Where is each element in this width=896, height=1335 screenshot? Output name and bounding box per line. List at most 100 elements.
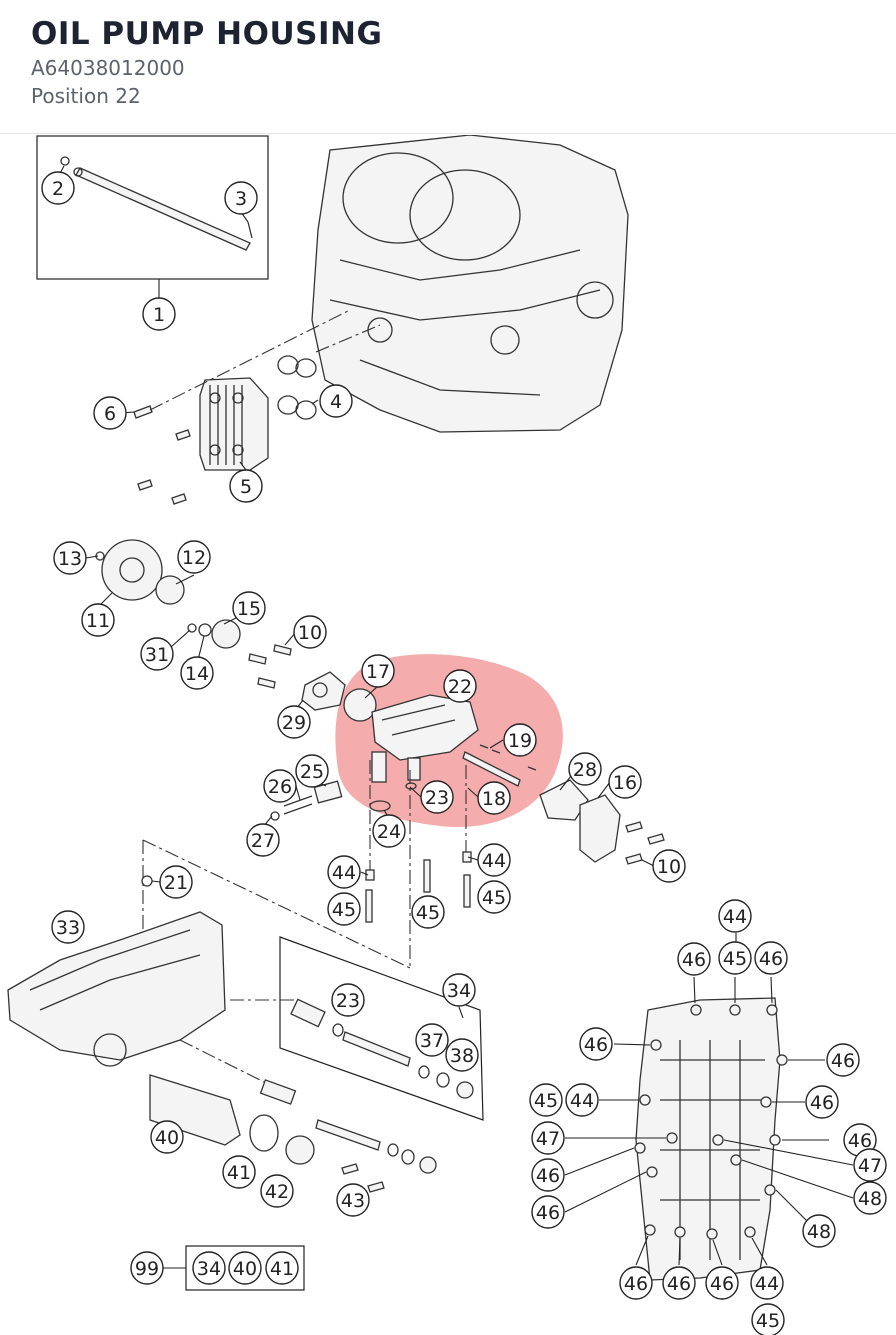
- callout-label: 2: [52, 178, 64, 200]
- callout-label: 25: [300, 761, 324, 783]
- callout-5[interactable]: 5: [229, 469, 263, 503]
- callout-17[interactable]: 17: [361, 654, 395, 688]
- callout-6[interactable]: 6: [93, 396, 127, 430]
- callout-label: 46: [536, 1202, 560, 1224]
- callout-label: 37: [420, 1030, 444, 1052]
- callout-44[interactable]: 44: [750, 1266, 784, 1300]
- callout-46[interactable]: 46: [843, 1123, 877, 1157]
- callout-44[interactable]: 44: [327, 855, 361, 889]
- callout-45[interactable]: 45: [477, 880, 511, 914]
- callout-27[interactable]: 27: [246, 823, 280, 857]
- callout-46[interactable]: 46: [754, 941, 788, 975]
- callout-12[interactable]: 12: [177, 540, 211, 574]
- callout-label: 28: [573, 759, 597, 781]
- callout-41[interactable]: 41: [265, 1251, 299, 1285]
- callout-label: 6: [104, 403, 116, 425]
- callout-label: 19: [508, 730, 532, 752]
- callout-13[interactable]: 13: [53, 541, 87, 575]
- part-number: A64038012000: [31, 56, 185, 80]
- callout-31[interactable]: 31: [140, 637, 174, 671]
- callout-46[interactable]: 46: [531, 1158, 565, 1192]
- callout-label: 41: [270, 1258, 294, 1280]
- callout-26[interactable]: 26: [263, 769, 297, 803]
- callout-44[interactable]: 44: [477, 843, 511, 877]
- callout-label: 46: [682, 949, 706, 971]
- callout-40[interactable]: 40: [150, 1120, 184, 1154]
- callout-46[interactable]: 46: [531, 1195, 565, 1229]
- callout-19[interactable]: 19: [503, 723, 537, 757]
- callout-label: 21: [164, 872, 188, 894]
- callout-46[interactable]: 46: [579, 1027, 613, 1061]
- callout-25[interactable]: 25: [295, 754, 329, 788]
- callout-10[interactable]: 10: [652, 849, 686, 883]
- callout-14[interactable]: 14: [180, 656, 214, 690]
- callout-48[interactable]: 48: [802, 1214, 836, 1248]
- callout-label: 10: [298, 622, 322, 644]
- callout-label: 13: [58, 548, 82, 570]
- callout-46[interactable]: 46: [662, 1266, 696, 1300]
- callout-45[interactable]: 45: [327, 892, 361, 926]
- callout-44[interactable]: 44: [565, 1083, 599, 1117]
- callout-44[interactable]: 44: [718, 899, 752, 933]
- callout-34[interactable]: 34: [192, 1251, 226, 1285]
- callout-label: 40: [155, 1127, 179, 1149]
- callout-label: 46: [667, 1273, 691, 1295]
- callout-24[interactable]: 24: [372, 814, 406, 848]
- callout-46[interactable]: 46: [705, 1266, 739, 1300]
- callout-43[interactable]: 43: [336, 1183, 370, 1217]
- callout-10[interactable]: 10: [293, 615, 327, 649]
- callout-47[interactable]: 47: [531, 1121, 565, 1155]
- callout-47[interactable]: 47: [853, 1148, 887, 1182]
- callout-label: 34: [447, 980, 471, 1002]
- callout-48[interactable]: 48: [853, 1181, 887, 1215]
- callout-label: 27: [251, 830, 275, 852]
- engine-block-drawing: [311, 135, 629, 433]
- callout-label: 46: [831, 1050, 855, 1072]
- callout-99[interactable]: 99: [130, 1251, 164, 1285]
- callout-label: 43: [341, 1190, 365, 1212]
- callout-38[interactable]: 38: [445, 1038, 479, 1072]
- callout-1[interactable]: 1: [142, 297, 176, 331]
- callout-18[interactable]: 18: [477, 781, 511, 815]
- callout-11[interactable]: 11: [81, 603, 115, 637]
- callout-34[interactable]: 34: [442, 973, 476, 1007]
- callout-21[interactable]: 21: [159, 865, 193, 899]
- callout-45[interactable]: 45: [751, 1303, 785, 1335]
- callout-42[interactable]: 42: [260, 1174, 294, 1208]
- callout-2[interactable]: 2: [41, 171, 75, 205]
- page-title: OIL PUMP HOUSING: [31, 16, 383, 52]
- callout-46[interactable]: 46: [619, 1266, 653, 1300]
- callout-46[interactable]: 46: [677, 942, 711, 976]
- callout-28[interactable]: 28: [568, 752, 602, 786]
- callout-46[interactable]: 46: [826, 1043, 860, 1077]
- callout-16[interactable]: 16: [608, 765, 642, 799]
- callout-label: 46: [810, 1092, 834, 1114]
- callout-label: 10: [657, 856, 681, 878]
- assembly-box-34: [279, 936, 484, 1121]
- oil-pan-bottom-drawing: [634, 997, 788, 1281]
- callout-label: 11: [86, 610, 110, 632]
- callout-label: 31: [145, 644, 169, 666]
- callout-23[interactable]: 23: [331, 983, 365, 1017]
- callout-40[interactable]: 40: [228, 1251, 262, 1285]
- callout-45[interactable]: 45: [411, 895, 445, 929]
- callout-41[interactable]: 41: [222, 1155, 256, 1189]
- callout-22[interactable]: 22: [443, 669, 477, 703]
- callout-label: 44: [570, 1090, 594, 1112]
- callout-3[interactable]: 3: [224, 181, 258, 215]
- callout-label: 46: [710, 1273, 734, 1295]
- callout-29[interactable]: 29: [277, 705, 311, 739]
- callout-37[interactable]: 37: [415, 1023, 449, 1057]
- callout-label: 99: [135, 1258, 159, 1280]
- callout-45[interactable]: 45: [529, 1083, 563, 1117]
- callout-label: 26: [268, 776, 292, 798]
- callout-label: 34: [197, 1258, 221, 1280]
- callout-4[interactable]: 4: [319, 384, 353, 418]
- callout-label: 45: [332, 899, 356, 921]
- callout-33[interactable]: 33: [51, 910, 85, 944]
- callout-23[interactable]: 23: [420, 780, 454, 814]
- callout-46[interactable]: 46: [805, 1085, 839, 1119]
- callout-15[interactable]: 15: [232, 591, 266, 625]
- callout-45[interactable]: 45: [718, 941, 752, 975]
- callout-label: 46: [759, 948, 783, 970]
